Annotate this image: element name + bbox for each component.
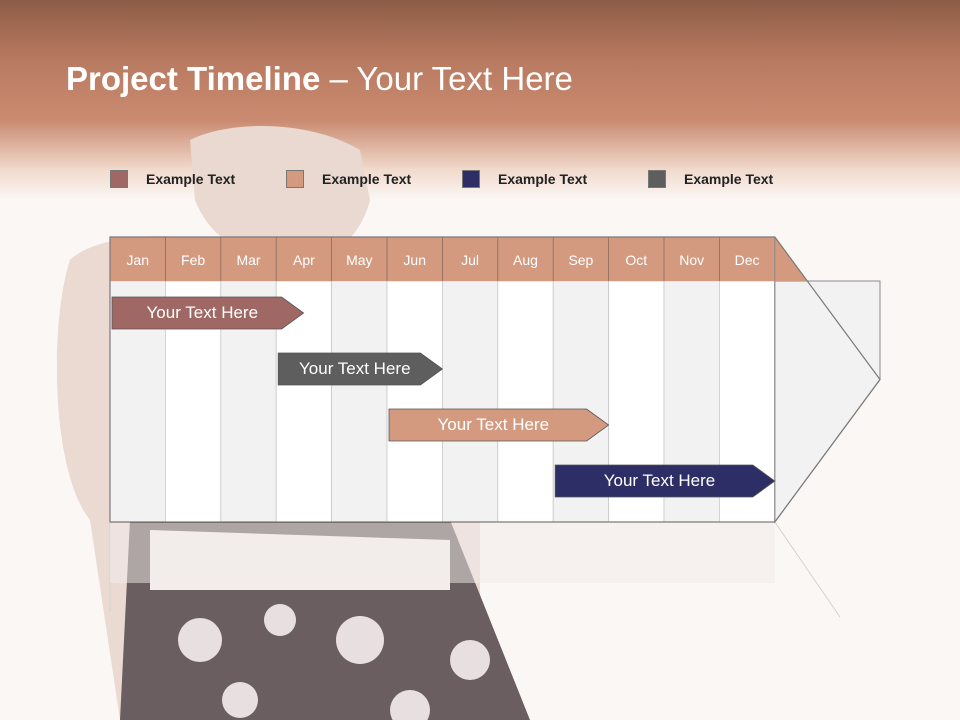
task-bar-label-1: Your Text Here <box>146 303 259 322</box>
task-bar-3 <box>388 408 610 442</box>
month-label-may: May <box>346 252 372 268</box>
month-column <box>331 280 388 523</box>
month-label-oct: Oct <box>625 252 647 268</box>
month-label-dec: Dec <box>735 252 760 268</box>
legend-item-2: Example Text <box>286 170 411 188</box>
task-bar-1 <box>111 296 305 330</box>
legend-label-3: Example Text <box>498 171 588 187</box>
month-label-jul: Jul <box>461 252 479 268</box>
task-bar-label-2: Your Text Here <box>299 359 411 378</box>
task-bar-2 <box>277 352 444 386</box>
legend-swatch-3 <box>462 170 480 188</box>
month-label-nov: Nov <box>679 252 704 268</box>
month-label-feb: Feb <box>181 252 205 268</box>
month-label-jun: Jun <box>403 252 426 268</box>
legend-label-2: Example Text <box>322 171 412 187</box>
title-rest: – Your Text Here <box>320 60 573 97</box>
month-column <box>441 280 499 523</box>
month-label-sep: Sep <box>568 252 593 268</box>
legend-item-4: Example Text <box>648 170 773 188</box>
legend-label-4: Example Text <box>684 171 774 187</box>
timeline-border <box>109 236 881 523</box>
month-header-row <box>110 237 808 281</box>
legend-item-1: Example Text <box>110 170 235 188</box>
header-band <box>0 0 960 200</box>
title-bold: Project Timeline <box>66 60 321 97</box>
slide-title: Project Timeline – Your Text Here <box>66 60 573 98</box>
month-column <box>386 280 443 523</box>
legend-item-3: Example Text <box>462 170 587 188</box>
task-bar-4 <box>554 464 776 498</box>
legend-swatch-1 <box>110 170 128 188</box>
legend-swatch-2 <box>286 170 304 188</box>
month-label-aug: Aug <box>513 252 538 268</box>
legend-swatch-4 <box>648 170 666 188</box>
timeline-reflection-fill <box>110 523 775 583</box>
task-bar-label-4: Your Text Here <box>603 471 716 490</box>
month-label-mar: Mar <box>236 252 260 268</box>
month-label-apr: Apr <box>293 252 315 268</box>
month-column <box>497 280 554 523</box>
task-bar-label-3: Your Text Here <box>437 415 550 434</box>
legend-label-1: Example Text <box>146 171 236 187</box>
month-label-jan: Jan <box>126 252 149 268</box>
